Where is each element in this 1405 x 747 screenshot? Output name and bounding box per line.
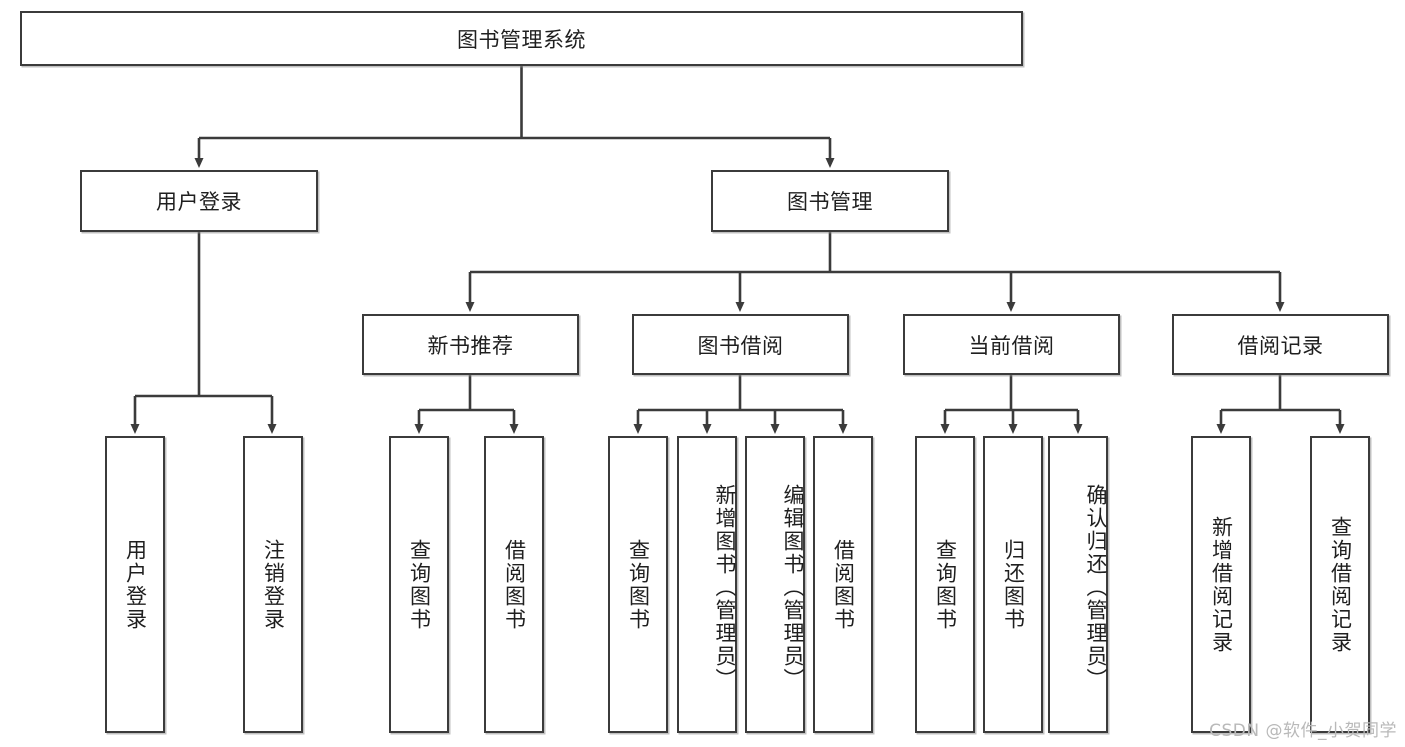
node-current[interactable]: 当前借阅 [903,314,1120,375]
node-leaf-nb-borrow[interactable]: 借阅图书 [484,436,544,733]
node-leaf-bo-add[interactable]: 新增图书（管理员） [677,436,737,733]
node-label-login: 用户登录 [156,190,242,214]
node-leaf-cu-confirm[interactable]: 确认归还（管理员） [1048,436,1108,733]
node-leaf-re-add[interactable]: 新增借阅记录 [1191,436,1251,733]
node-label-borrow: 图书借阅 [697,333,784,358]
node-newbook[interactable]: 新书推荐 [362,314,579,375]
node-leaf-nb-query[interactable]: 查询图书 [389,436,449,733]
node-label-leaf-bo-borrow: 借阅图书 [831,538,856,631]
node-bookmgmt[interactable]: 图书管理 [711,170,949,232]
node-label-newbook: 新书推荐 [427,333,514,358]
node-leaf-cu-return[interactable]: 归还图书 [983,436,1043,733]
node-leaf-user-login[interactable]: 用户登录 [105,436,165,733]
node-leaf-re-query[interactable]: 查询借阅记录 [1310,436,1370,733]
csdn-watermark: CSDN @软件_小贺同学 [1209,721,1397,741]
node-root[interactable]: 图书管理系统 [20,11,1023,66]
node-leaf-bo-borrow[interactable]: 借阅图书 [813,436,873,733]
node-label-leaf-nb-borrow: 借阅图书 [502,538,527,631]
node-label-leaf-cu-confirm: 确认归还（管理员） [1084,484,1108,691]
node-label-leaf-user-logout: 注销登录 [261,538,286,631]
node-label-leaf-bo-query: 查询图书 [626,538,651,631]
node-label-leaf-re-query: 查询借阅记录 [1328,515,1353,654]
node-label-leaf-user-login: 用户登录 [123,538,148,631]
node-records[interactable]: 借阅记录 [1172,314,1389,375]
node-label-leaf-cu-return: 归还图书 [1001,538,1026,631]
node-leaf-bo-edit[interactable]: 编辑图书（管理员） [745,436,805,733]
node-label-current: 当前借阅 [968,333,1055,358]
node-label-leaf-bo-edit: 编辑图书（管理员） [781,484,805,691]
node-label-leaf-re-add: 新增借阅记录 [1209,515,1234,654]
node-borrow[interactable]: 图书借阅 [632,314,849,375]
node-label-leaf-nb-query: 查询图书 [407,538,432,631]
node-leaf-cu-query[interactable]: 查询图书 [915,436,975,733]
node-label-leaf-cu-query: 查询图书 [933,538,958,631]
node-label-records: 借阅记录 [1237,333,1324,358]
node-leaf-bo-query[interactable]: 查询图书 [608,436,668,733]
node-login[interactable]: 用户登录 [80,170,318,232]
node-leaf-user-logout[interactable]: 注销登录 [243,436,303,733]
node-label-leaf-bo-add: 新增图书（管理员） [713,484,737,691]
node-label-bookmgmt: 图书管理 [787,190,873,214]
node-label-root: 图书管理系统 [457,27,586,52]
